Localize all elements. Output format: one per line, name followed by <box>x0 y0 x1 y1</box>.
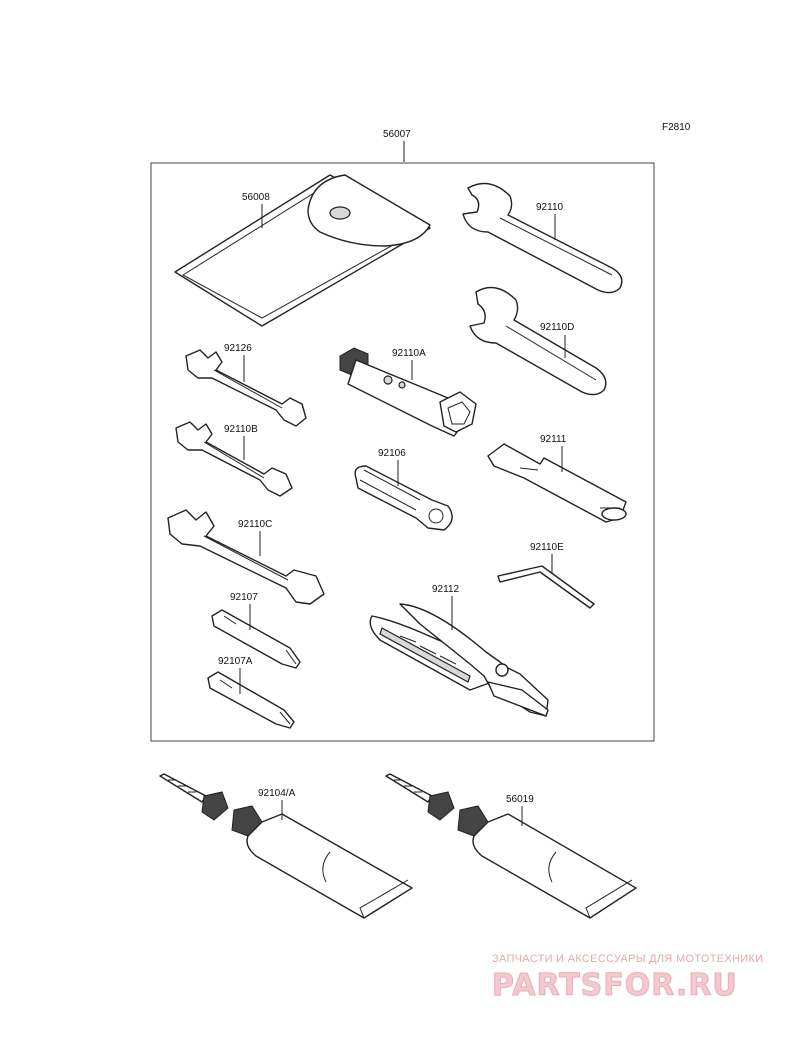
grease-tube-92104A <box>159 773 413 919</box>
extension-bar-92106 <box>354 465 453 531</box>
label-92110E: 92110E <box>530 542 564 553</box>
label-92110D: 92110D <box>540 322 574 333</box>
grease-tube-56019 <box>385 773 637 919</box>
wrench-92110C <box>167 509 325 605</box>
label-56008: 56008 <box>242 192 270 203</box>
label-92110: 92110 <box>536 202 564 213</box>
label-56019: 56019 <box>506 794 534 805</box>
label-92112: 92112 <box>432 584 460 595</box>
screwdriver-92107A <box>207 671 295 729</box>
hook-spanner-92110D <box>469 286 607 396</box>
screwdriver-92107 <box>211 609 301 669</box>
label-92104A: 92104/A <box>258 788 296 799</box>
label-92110B: 92110B <box>224 424 258 435</box>
pliers-92112 <box>369 603 549 717</box>
label-92110C: 92110C <box>238 519 272 530</box>
wrench-92126 <box>185 349 307 427</box>
label-92107: 92107 <box>230 592 258 603</box>
hook-spanner-92110 <box>462 182 623 294</box>
label-92126: 92126 <box>224 343 252 354</box>
spark-plug-wrench-92110A <box>339 347 477 437</box>
hex-key-92110E <box>497 565 595 609</box>
label-92110A: 92110A <box>392 348 426 359</box>
label-92111: 92111 <box>540 434 567 445</box>
label-92106: 92106 <box>378 448 406 459</box>
watermark-tagline: ЗАПЧАСТИ И АКСЕССУАРЫ ДЛЯ МОТОТЕХНИКИ <box>492 953 763 965</box>
wrench-92110B <box>175 421 293 497</box>
label-56007: 56007 <box>383 129 411 140</box>
toolkit-frame <box>150 162 655 742</box>
figure-code: F2810 <box>662 122 691 133</box>
tool-pouch-56008 <box>174 174 431 327</box>
watermark-logo: PARTSFOR.RU <box>492 968 738 1003</box>
handle-bar-92111 <box>487 443 627 523</box>
label-92107A: 92107A <box>218 656 253 667</box>
